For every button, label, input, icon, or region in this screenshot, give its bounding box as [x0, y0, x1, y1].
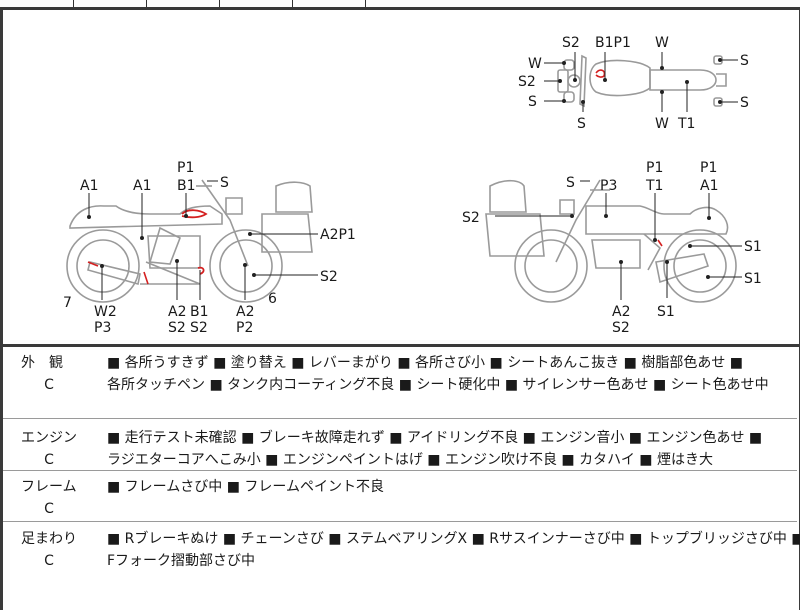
left-view-labels: A1 A1 P1 B1 S A2P1 S2 7 6 W2 P3 A2 S2 B1… [63, 160, 356, 336]
condition-row-frame: フレーム C ■ フレームさび中 ■ フレームペイント不良 [3, 470, 797, 518]
svg-text:6: 6 [268, 291, 277, 307]
right-view-leader-lines [495, 180, 742, 300]
motorcycle-diagram-svg: S2 B1P1 W W S2 S S S S W T1 [63, 35, 762, 336]
svg-text:A1: A1 [700, 178, 718, 194]
left-view-motorcycle-icon [66, 179, 313, 303]
header-cell-divider [219, 0, 220, 8]
svg-text:B1P1: B1P1 [595, 35, 631, 51]
svg-text:T1: T1 [677, 116, 695, 132]
svg-text:P1: P1 [646, 160, 663, 176]
svg-text:A2: A2 [612, 304, 630, 320]
category-name: 足まわり [21, 531, 77, 547]
condition-line: Fフォーク摺動部さび中 [107, 553, 256, 569]
condition-line: ■ 走行テスト未確認 ■ ブレーキ故障走れず ■ アイドリング不良 ■ エンジン… [107, 430, 763, 446]
svg-text:S: S [220, 175, 229, 191]
svg-text:B1: B1 [190, 304, 209, 320]
svg-text:S2: S2 [320, 269, 338, 285]
svg-text:P1: P1 [700, 160, 717, 176]
top-view-labels: S2 B1P1 W W S2 S S S S W T1 [518, 35, 749, 132]
svg-text:S: S [566, 175, 575, 191]
category-name: エンジン [21, 430, 77, 446]
svg-text:S1: S1 [657, 304, 675, 320]
condition-category: 足まわり C [21, 528, 85, 572]
condition-line: ■ 各所うすきず ■ 塗り替え ■ レバーまがり ■ 各所さび小 ■ シートあん… [107, 355, 743, 371]
row-separator [3, 418, 797, 419]
damage-marker-icon [197, 266, 205, 275]
condition-items: ■ Rブレーキぬけ ■ チェーンさび ■ ステムベアリングX ■ Rサスインナー… [107, 528, 800, 572]
header-cell-divider [292, 0, 293, 8]
category-grade: C [44, 501, 54, 517]
svg-text:S: S [740, 53, 749, 69]
condition-items: ■ フレームさび中 ■ フレームペイント不良 [107, 476, 793, 498]
condition-line: 各所タッチペン ■ タンク内コーティング不良 ■ シート硬化中 ■ サイレンサー… [107, 377, 769, 393]
header-cell-divider [365, 0, 366, 8]
svg-text:S: S [577, 116, 586, 132]
svg-text:B1: B1 [177, 178, 196, 194]
condition-items: ■ 各所うすきず ■ 塗り替え ■ レバーまがり ■ 各所さび小 ■ シートあん… [107, 352, 793, 396]
svg-text:S2: S2 [562, 35, 580, 51]
svg-text:S2: S2 [612, 320, 630, 336]
header-cells-strip [0, 0, 800, 8]
svg-text:P2: P2 [236, 320, 253, 336]
svg-text:S2: S2 [190, 320, 208, 336]
svg-text:A2P1: A2P1 [320, 227, 356, 243]
condition-row-exterior: 外 観 C ■ 各所うすきず ■ 塗り替え ■ レバーまがり ■ 各所さび小 ■… [3, 346, 797, 418]
svg-text:P3: P3 [94, 320, 111, 336]
top-view-leader-lines [544, 52, 738, 112]
damage-marker-icon [657, 239, 663, 247]
svg-text:W: W [655, 116, 669, 132]
svg-text:A1: A1 [133, 178, 151, 194]
condition-line: ■ フレームさび中 ■ フレームペイント不良 [107, 479, 384, 495]
condition-category: 外 観 C [21, 352, 85, 396]
svg-text:7: 7 [63, 295, 72, 311]
damage-marker-icon [143, 271, 149, 285]
header-cell-divider [73, 0, 74, 8]
header-cell-divider [146, 0, 147, 8]
svg-text:S: S [528, 94, 537, 110]
svg-text:S2: S2 [462, 210, 480, 226]
svg-text:S2: S2 [518, 74, 536, 90]
category-name: フレーム [21, 479, 77, 495]
svg-text:A2: A2 [236, 304, 254, 320]
svg-text:S1: S1 [744, 271, 762, 287]
svg-text:S: S [740, 95, 749, 111]
damage-marker-icon [595, 69, 606, 78]
condition-line: ラジエターコアへこみ小 ■ エンジンペイントはげ ■ エンジン吹け不良 ■ カタ… [107, 452, 713, 468]
condition-line: ■ Rブレーキぬけ ■ チェーンさび ■ ステムベアリングX ■ Rサスインナー… [107, 531, 800, 547]
svg-text:P3: P3 [600, 178, 617, 194]
category-grade: C [44, 452, 54, 468]
svg-text:T1: T1 [645, 178, 663, 194]
top-view-motorcycle-icon [557, 54, 727, 108]
condition-row-suspension: 足まわり C ■ Rブレーキぬけ ■ チェーンさび ■ ステムベアリングX ■ … [3, 522, 800, 600]
row-separator [3, 521, 797, 522]
damage-marker-icon [181, 209, 208, 219]
condition-items: ■ 走行テスト未確認 ■ ブレーキ故障走れず ■ アイドリング不良 ■ エンジン… [107, 427, 793, 471]
motorcycle-diagram: S2 B1P1 W W S2 S S S S W T1 [3, 10, 797, 344]
svg-text:A1: A1 [80, 178, 98, 194]
svg-text:W2: W2 [94, 304, 117, 320]
right-view-motorcycle-icon [485, 179, 737, 303]
svg-text:A2: A2 [168, 304, 186, 320]
condition-category: フレーム C [21, 476, 85, 520]
diagram-table-divider [0, 344, 800, 347]
svg-text:S2: S2 [168, 320, 186, 336]
category-name: 外 観 [21, 355, 63, 371]
left-view-leader-lines [87, 180, 318, 300]
damage-marker-icon [87, 261, 99, 267]
svg-text:W: W [655, 35, 669, 51]
condition-row-engine: エンジン C ■ 走行テスト未確認 ■ ブレーキ故障走れず ■ アイドリング不良… [3, 421, 797, 469]
category-grade: C [44, 377, 54, 393]
category-grade: C [44, 553, 54, 569]
condition-category: エンジン C [21, 427, 85, 471]
svg-text:P1: P1 [177, 160, 194, 176]
row-separator [3, 470, 797, 471]
svg-text:W: W [528, 56, 542, 72]
right-view-labels: S P3 P1 T1 P1 A1 S2 S1 S1 S1 A2 S2 [462, 160, 762, 336]
svg-text:S1: S1 [744, 239, 762, 255]
